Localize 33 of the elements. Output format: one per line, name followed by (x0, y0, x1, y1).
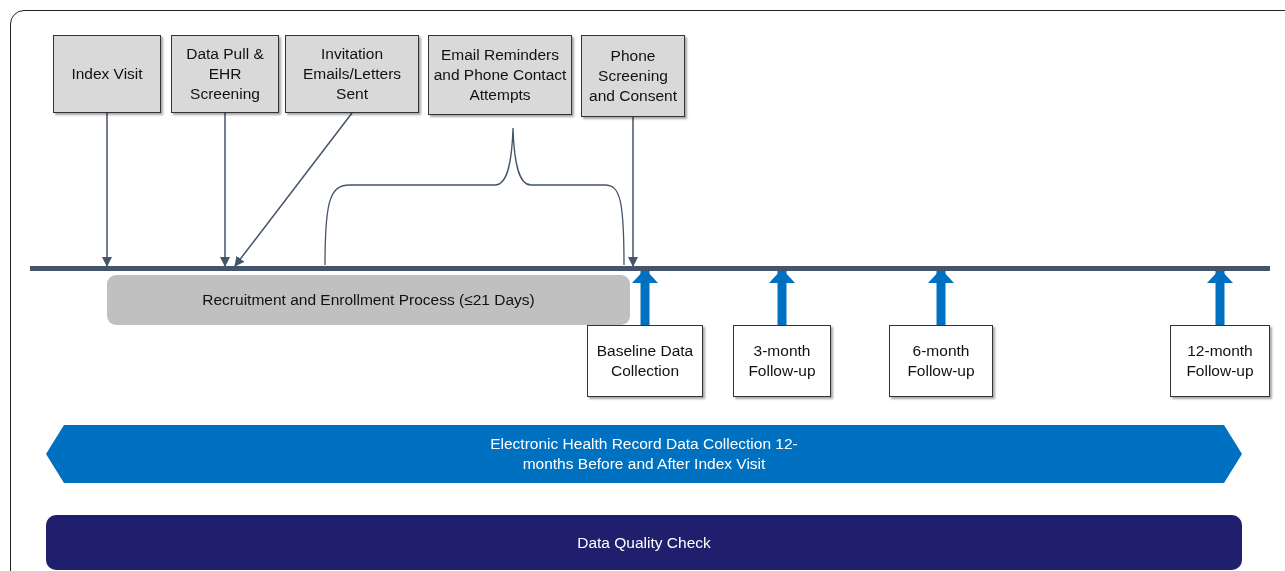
node-text: Baseline Data Collection (595, 341, 695, 381)
arrow (102, 112, 112, 267)
arrow (632, 269, 658, 325)
node-text: Electronic Health Record Data Collection 12-months Before and After Index Visit (489, 434, 799, 474)
timeline-bar (30, 266, 1270, 271)
arrow (769, 269, 795, 325)
arrow (220, 112, 230, 267)
step-box (285, 35, 419, 113)
arrow (928, 269, 954, 325)
node-text: Phone Screening and Consent (588, 46, 678, 106)
step-box (53, 35, 161, 113)
node-text: Email Reminders and Phone Contact Attempts (432, 45, 568, 105)
node-text: Data Pull & EHR Screening (185, 44, 265, 104)
node-text: Invitation Emails/Letters Sent (301, 44, 403, 104)
milestone-box (1170, 325, 1270, 397)
arrow-band (46, 425, 1242, 483)
node-text: 3-month Follow-up (747, 341, 817, 381)
arrow (628, 116, 638, 267)
arrow (1207, 269, 1233, 325)
node-text: 6-month Follow-up (906, 341, 976, 381)
node-text: 12-month Follow-up (1185, 341, 1255, 381)
process-bar (107, 275, 630, 325)
step-box (428, 35, 572, 115)
milestone-box (587, 325, 703, 397)
arrow (234, 112, 353, 267)
banner (46, 515, 1242, 570)
node-text: Data Quality Check (576, 532, 712, 553)
milestone-box (889, 325, 993, 397)
milestone-box (733, 325, 831, 397)
step-box (171, 35, 279, 113)
node-text: Index Visit (70, 64, 144, 84)
step-box (581, 35, 685, 117)
node-text: Recruitment and Enrollment Process (≤21 Days) (201, 290, 536, 310)
